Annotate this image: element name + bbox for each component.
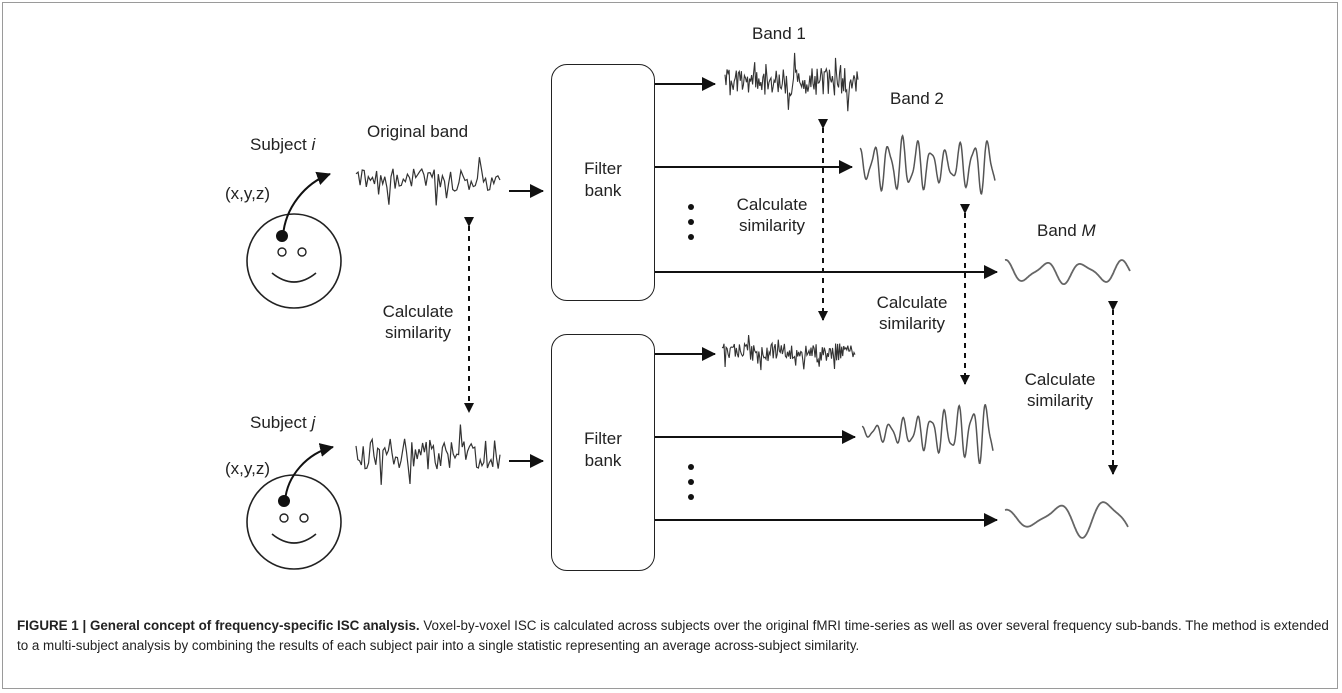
caption-text: Voxel-by-voxel ISC is calculated across … <box>17 618 1329 653</box>
similarity-line1: Calculate <box>1024 370 1096 389</box>
filter-bank-label-line2: bank <box>584 181 622 200</box>
ellipsis-dots-bottom <box>688 464 694 500</box>
subject-j-var: j <box>311 413 316 432</box>
filter-bank-box-top: Filter bank <box>551 64 655 301</box>
face-subject-i <box>246 213 342 309</box>
pointer-arrow-subject-j <box>284 443 334 502</box>
band2-label: Band 2 <box>890 89 944 108</box>
caption-title: FIGURE 1 | General concept of frequency-… <box>17 618 420 633</box>
subject-j-prefix: Subject <box>250 413 312 432</box>
similarity-line2: similarity <box>738 216 806 235</box>
similarity-line1: Calculate <box>382 302 454 321</box>
face-subject-j <box>246 474 342 570</box>
signal-band1-subject-i <box>724 52 859 112</box>
filter-bank-label-line1: Filter <box>584 159 622 178</box>
similarity-line1: Calculate <box>876 293 948 312</box>
pointer-arrow-subject-i <box>282 171 331 237</box>
signal-bandM-subject-i <box>1004 259 1131 285</box>
coord-label-subject-j: (x,y,z) <box>225 459 271 478</box>
bandM-label: Band M <box>1037 220 1096 241</box>
similarity-label-band1: Calculate similarity <box>722 194 822 236</box>
figure-caption: FIGURE 1 | General concept of frequency-… <box>17 616 1329 656</box>
filter-bank-box-bottom: Filter bank <box>551 334 655 571</box>
similarity-label-band2: Calculate similarity <box>862 292 962 334</box>
signal-bandM-subject-j <box>1004 501 1129 539</box>
subject-i-var: i <box>311 135 316 154</box>
similarity-line2: similarity <box>1026 391 1094 410</box>
filter-bank-label-line2: bank <box>584 451 622 470</box>
band1-label: Band 1 <box>752 24 806 43</box>
diagram-graphics <box>246 52 1131 570</box>
signal-band1-subject-j <box>721 334 856 371</box>
similarity-line2: similarity <box>878 314 946 333</box>
bandM-prefix: Band <box>1037 221 1082 240</box>
signal-original-subject-i <box>355 157 501 206</box>
bandM-var: M <box>1081 221 1096 240</box>
original-band-label: Original band <box>367 122 469 141</box>
coord-label-subject-i: (x,y,z) <box>225 184 271 203</box>
similarity-label-bandM: Calculate similarity <box>1010 369 1110 411</box>
signal-band2-subject-j <box>861 404 994 465</box>
signal-band2-subject-i <box>859 134 996 195</box>
similarity-line2: similarity <box>384 323 452 342</box>
subject-i-prefix: Subject <box>250 135 312 154</box>
subject-j-label: Subject j <box>250 412 315 433</box>
similarity-line1: Calculate <box>736 195 808 214</box>
filter-bank-label-line1: Filter <box>584 429 622 448</box>
subject-i-label: Subject i <box>250 134 315 155</box>
similarity-label-original: Calculate similarity <box>368 301 468 343</box>
ellipsis-dots-top <box>688 204 694 240</box>
signal-original-subject-j <box>355 424 501 485</box>
